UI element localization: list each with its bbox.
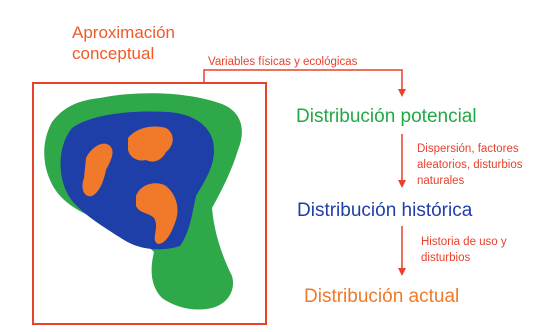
label-land-use-history: Historia de uso y disturbios	[421, 236, 507, 264]
actual-distribution-patch	[128, 126, 173, 162]
label-dispersal-factors: Dispersión, factores aleatorios, disturb…	[417, 143, 523, 187]
stage-actual-distribution: Distribución actual	[304, 286, 460, 307]
map-frame	[32, 82, 267, 325]
diagram-title: Aproximación conceptual	[72, 23, 175, 63]
actual-distribution-patch	[136, 183, 178, 244]
arrow-map-to-potential	[203, 69, 406, 97]
stage-historical-distribution: Distribución histórica	[297, 200, 473, 221]
actual-distribution-patch	[82, 143, 113, 197]
stage-potential-distribution: Distribución potencial	[296, 106, 477, 127]
label-physical-ecological-variables: Variables físicas y ecológicas	[208, 56, 358, 68]
